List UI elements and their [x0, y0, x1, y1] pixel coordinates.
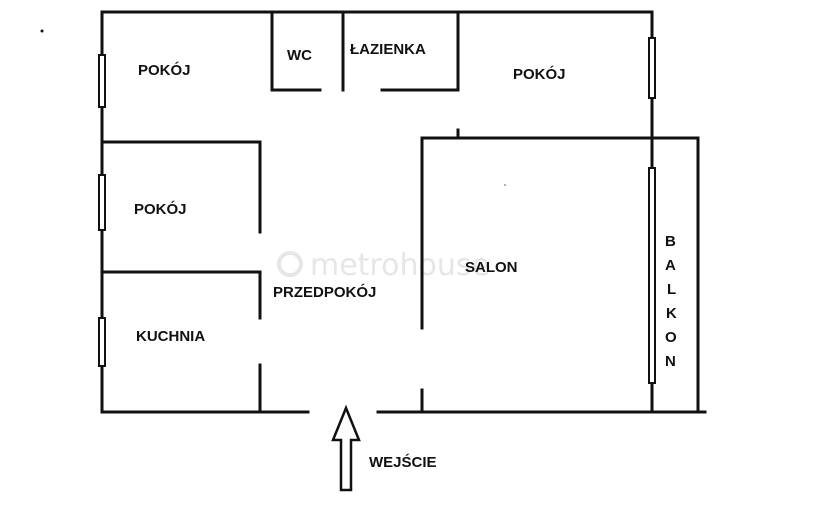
- room-label-pokoj-middle-left: POKÓJ: [134, 200, 187, 218]
- window-middle-left: [98, 174, 106, 231]
- room-label-przedpokoj: PRZEDPOKÓJ: [273, 283, 376, 301]
- walls: [100, 10, 707, 414]
- window-kitchen: [98, 317, 106, 367]
- balkon-label: B A L K O N: [665, 233, 677, 370]
- balkon-letter: K: [666, 305, 677, 322]
- room-label-kuchnia: KUCHNIA: [136, 328, 205, 345]
- room-label-salon: SALON: [465, 259, 518, 276]
- room-label-lazienka: ŁAZIENKA: [350, 41, 426, 58]
- balcony-door: [648, 167, 656, 384]
- stray-dot: [40, 29, 44, 33]
- window-top-left: [98, 54, 106, 108]
- stray-dot: [504, 184, 506, 186]
- entrance-arrow-icon: [331, 404, 361, 492]
- window-top-right: [648, 37, 656, 99]
- watermark-text: metrohouse: [310, 248, 490, 283]
- watermark: metrohouse: [277, 248, 490, 283]
- room-label-wc: WC: [287, 47, 312, 64]
- room-label-pokoj-top-left: POKÓJ: [138, 61, 191, 79]
- balkon-letter: A: [665, 257, 676, 274]
- entrance-label: WEJŚCIE: [369, 453, 437, 471]
- balkon-letter: B: [665, 233, 676, 250]
- room-label-pokoj-top-right: POKÓJ: [513, 65, 566, 83]
- balkon-letter: N: [665, 353, 676, 370]
- balkon-letter: O: [665, 329, 677, 346]
- balkon-letter: L: [667, 281, 676, 298]
- windows: [98, 37, 656, 384]
